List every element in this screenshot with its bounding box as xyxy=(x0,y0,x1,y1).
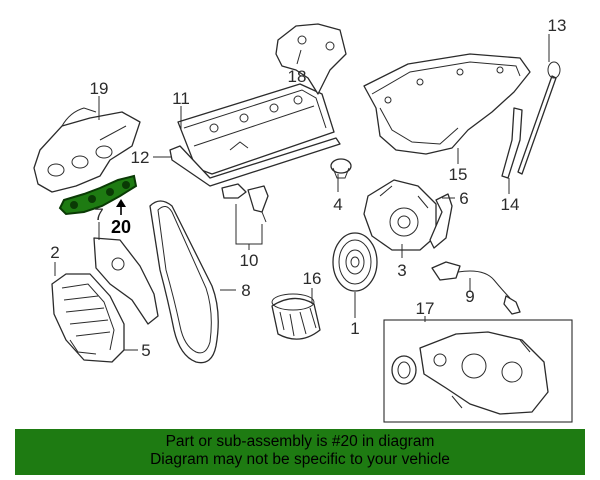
label-19: 19 xyxy=(90,79,109,98)
label-12: 12 xyxy=(131,148,150,167)
crank-sensor xyxy=(431,261,521,315)
manifold-gasket-highlighted xyxy=(58,174,138,216)
label-13: 13 xyxy=(548,16,567,35)
label-10: 10 xyxy=(240,251,259,270)
label-11: 11 xyxy=(172,89,190,108)
label-18: 18 xyxy=(288,67,307,86)
label-7: 7 xyxy=(94,205,103,224)
label-17: 17 xyxy=(416,299,435,318)
label-16: 16 xyxy=(303,269,322,288)
valve-cover xyxy=(177,83,335,175)
oil-pan xyxy=(363,53,531,155)
label-8: 8 xyxy=(241,281,250,300)
oil-filter xyxy=(271,293,321,340)
timing-belt xyxy=(149,200,219,364)
notice-banner: Part or sub-assembly is #20 in diagram D… xyxy=(15,429,585,475)
label-3: 3 xyxy=(397,261,406,280)
label-6: 6 xyxy=(459,189,468,208)
valve-cover-gasket xyxy=(169,137,341,187)
exhaust-manifold xyxy=(33,107,141,193)
label-2: 2 xyxy=(50,243,59,262)
label-14: 14 xyxy=(501,195,520,214)
label-4: 4 xyxy=(333,195,342,214)
water-pump xyxy=(363,179,437,251)
label-5: 5 xyxy=(141,341,150,360)
dipstick xyxy=(517,61,561,175)
leader-lines xyxy=(54,34,550,351)
water-pump-gasket xyxy=(429,193,453,249)
notice-line-1: Part or sub-assembly is #20 in diagram xyxy=(165,433,435,450)
timing-cover-middle xyxy=(93,237,159,325)
sensors xyxy=(221,183,269,223)
label-20: 20 xyxy=(111,217,131,237)
label-15: 15 xyxy=(449,165,468,184)
oil-pump-detail-box xyxy=(383,319,573,423)
oil-filler-cap xyxy=(330,158,352,179)
timing-cover-upper xyxy=(275,23,347,95)
dipstick-tube xyxy=(501,107,523,179)
notice-line-2: Diagram may not be specific to your vehi… xyxy=(150,451,450,468)
timing-cover-lower xyxy=(51,273,125,363)
crank-pulley xyxy=(332,232,378,292)
label-9: 9 xyxy=(465,287,474,306)
label-1: 1 xyxy=(350,319,359,338)
